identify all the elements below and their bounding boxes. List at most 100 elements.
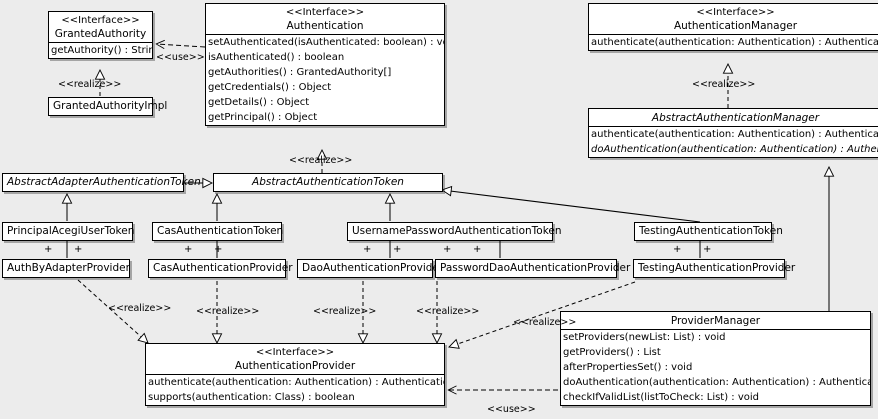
- class-header: CasAuthenticationProvider: [149, 260, 293, 277]
- class-granted-authority[interactable]: <<Interface>> GrantedAuthority getAuthor…: [48, 11, 153, 59]
- class-name: CasAuthenticationProvider: [153, 262, 293, 274]
- class-name: GrantedAuthorityImpl: [53, 100, 168, 112]
- class-name: CasAuthenticationToken: [157, 225, 284, 237]
- class-name: GrantedAuthority: [54, 28, 147, 40]
- class-header: AbstractAuthenticationToken: [214, 174, 442, 191]
- association-plus-marker: +: [214, 244, 223, 255]
- class-header: DaoAuthenticationProvider: [298, 260, 444, 277]
- edge-use-granted-authority: [157, 44, 206, 47]
- class-abstract-adapter-authentication-token[interactable]: AbstractAdapterAuthenticationToken: [2, 173, 201, 192]
- class-principal-acegi-user-token[interactable]: PrincipalAcegiUserToken: [2, 222, 135, 241]
- edge-label-realize-testing-provider: <<realize>>: [513, 317, 577, 328]
- method-item: getAuthorities() : GrantedAuthority[]: [208, 67, 392, 78]
- class-header: ProviderManager: [561, 312, 870, 329]
- class-username-password-authentication-token[interactable]: UsernamePasswordAuthenticationToken: [347, 222, 562, 241]
- class-header: UsernamePasswordAuthenticationToken: [348, 223, 562, 240]
- class-authentication-provider[interactable]: <<Interface>> AuthenticationProvider aut…: [145, 343, 445, 406]
- association-plus-marker: +: [74, 244, 83, 255]
- edge-label-realize-auth-by-adapter: <<realize>>: [108, 303, 172, 314]
- class-name: AuthByAdapterProvider: [7, 262, 130, 274]
- association-plus-marker: +: [443, 244, 452, 255]
- class-password-dao-authentication-provider[interactable]: PasswordDaoAuthenticationProvider: [435, 259, 631, 278]
- stereotype-label: <<Interface>>: [285, 7, 365, 18]
- class-authentication-manager[interactable]: <<Interface>> AuthenticationManager auth…: [588, 3, 878, 51]
- method-item: isAuthenticated() : boolean: [208, 52, 345, 63]
- class-header: CasAuthenticationToken: [153, 223, 284, 240]
- class-header: PasswordDaoAuthenticationProvider: [436, 260, 631, 277]
- class-name: DaoAuthenticationProvider: [302, 262, 444, 274]
- methods-compartment: authenticate(authentication: Authenticat…: [589, 34, 878, 50]
- class-name: AbstractAdapterAuthenticationToken: [7, 176, 201, 188]
- class-header: AuthByAdapterProvider: [3, 260, 130, 277]
- method-item: getDetails() : Object: [208, 97, 310, 108]
- method-item: doAuthentication(authentication: Authent…: [591, 144, 878, 155]
- class-header: PrincipalAcegiUserToken: [3, 223, 135, 240]
- method-item: authenticate(authentication: Authenticat…: [591, 129, 878, 140]
- association-plus-marker: +: [44, 244, 53, 255]
- class-authentication[interactable]: <<Interface>> Authentication setAuthenti…: [205, 3, 445, 126]
- class-provider-manager[interactable]: ProviderManager setProviders(newList: Li…: [560, 311, 871, 406]
- methods-compartment: authenticate(authentication: Authenticat…: [589, 126, 878, 157]
- association-plus-marker: +: [703, 244, 712, 255]
- methods-compartment: setAuthenticated(isAuthenticated: boolea…: [206, 34, 444, 125]
- edge-label-realize-abstract-authentication-token: <<realize>>: [289, 155, 353, 166]
- class-abstract-authentication-token[interactable]: AbstractAuthenticationToken: [213, 173, 443, 192]
- edge-label-realize-cas-provider: <<realize>>: [196, 306, 260, 317]
- method-item: getPrincipal() : Object: [208, 112, 318, 123]
- association-plus-marker: +: [673, 244, 682, 255]
- class-testing-authentication-provider[interactable]: TestingAuthenticationProvider: [633, 259, 796, 278]
- edge-label-realize-abstract-authentication-manager: <<realize>>: [692, 79, 756, 90]
- class-name: Authentication: [286, 20, 364, 32]
- stereotype-label: <<Interface>>: [61, 15, 140, 26]
- method-item: authenticate(authentication: Authenticat…: [591, 37, 878, 48]
- method-item: afterPropertiesSet() : void: [563, 362, 693, 373]
- class-name: AuthenticationManager: [673, 20, 798, 32]
- stereotype-label: <<Interface>>: [696, 7, 775, 18]
- method-item: checkIfValidList(listToCheck: List) : vo…: [563, 392, 760, 403]
- class-abstract-authentication-manager[interactable]: AbstractAuthenticationManager authentica…: [588, 108, 878, 158]
- class-name: PasswordDaoAuthenticationProvider: [440, 262, 631, 274]
- association-plus-marker: +: [393, 244, 402, 255]
- method-item: getCredentials() : Object: [208, 82, 332, 93]
- method-item: getAuthority() : String: [51, 45, 152, 56]
- edge-label-use-provider-manager: <<use>>: [487, 404, 536, 415]
- class-name: AuthenticationProvider: [234, 360, 356, 372]
- class-header: TestingAuthenticationProvider: [634, 260, 796, 277]
- edge-label-use-granted-authority: <<use>>: [156, 52, 205, 63]
- class-header: <<Interface>> AuthenticationManager: [589, 4, 878, 34]
- class-name: PrincipalAcegiUserToken: [7, 225, 135, 237]
- association-plus-marker: +: [363, 244, 372, 255]
- stereotype-label: <<Interface>>: [255, 347, 335, 358]
- class-granted-authority-impl[interactable]: GrantedAuthorityImpl: [48, 97, 168, 116]
- methods-compartment: setProviders(newList: List) : void getPr…: [561, 329, 870, 405]
- method-item: authenticate(authentication: Authenticat…: [148, 377, 444, 388]
- edge-generalization-testing-authentication-token: [442, 190, 701, 223]
- class-header: <<Interface>> AuthenticationProvider: [146, 344, 444, 374]
- class-testing-authentication-token[interactable]: TestingAuthenticationToken: [634, 222, 783, 241]
- class-name: TestingAuthenticationProvider: [638, 262, 796, 274]
- method-item: doAuthentication(authentication: Authent…: [563, 377, 870, 388]
- methods-compartment: getAuthority() : String: [49, 42, 152, 58]
- association-plus-marker: +: [473, 244, 482, 255]
- method-item: setProviders(newList: List) : void: [563, 332, 726, 343]
- class-name: UsernamePasswordAuthenticationToken: [352, 225, 562, 237]
- edge-label-realize-dao-provider: <<realize>>: [313, 306, 377, 317]
- class-dao-authentication-provider[interactable]: DaoAuthenticationProvider: [297, 259, 444, 278]
- class-header: TestingAuthenticationToken: [635, 223, 783, 240]
- class-name: AbstractAuthenticationManager: [651, 112, 820, 124]
- class-header: <<Interface>> GrantedAuthority: [49, 12, 152, 42]
- class-header: AbstractAdapterAuthenticationToken: [3, 174, 201, 191]
- association-plus-marker: +: [184, 244, 193, 255]
- method-item: setAuthenticated(isAuthenticated: boolea…: [208, 37, 444, 48]
- method-item: supports(authentication: Class) : boolea…: [148, 392, 355, 403]
- class-name: ProviderManager: [670, 315, 761, 327]
- class-cas-authentication-provider[interactable]: CasAuthenticationProvider: [148, 259, 293, 278]
- methods-compartment: authenticate(authentication: Authenticat…: [146, 374, 444, 405]
- method-item: getProviders() : List: [563, 347, 661, 358]
- class-cas-authentication-token[interactable]: CasAuthenticationToken: [152, 222, 284, 241]
- edge-label-realize-granted-authority-impl: <<realize>>: [58, 79, 122, 90]
- edge-label-realize-password-dao-provider: <<realize>>: [416, 306, 480, 317]
- class-header: GrantedAuthorityImpl: [49, 98, 168, 115]
- class-auth-by-adapter-provider[interactable]: AuthByAdapterProvider: [2, 259, 130, 278]
